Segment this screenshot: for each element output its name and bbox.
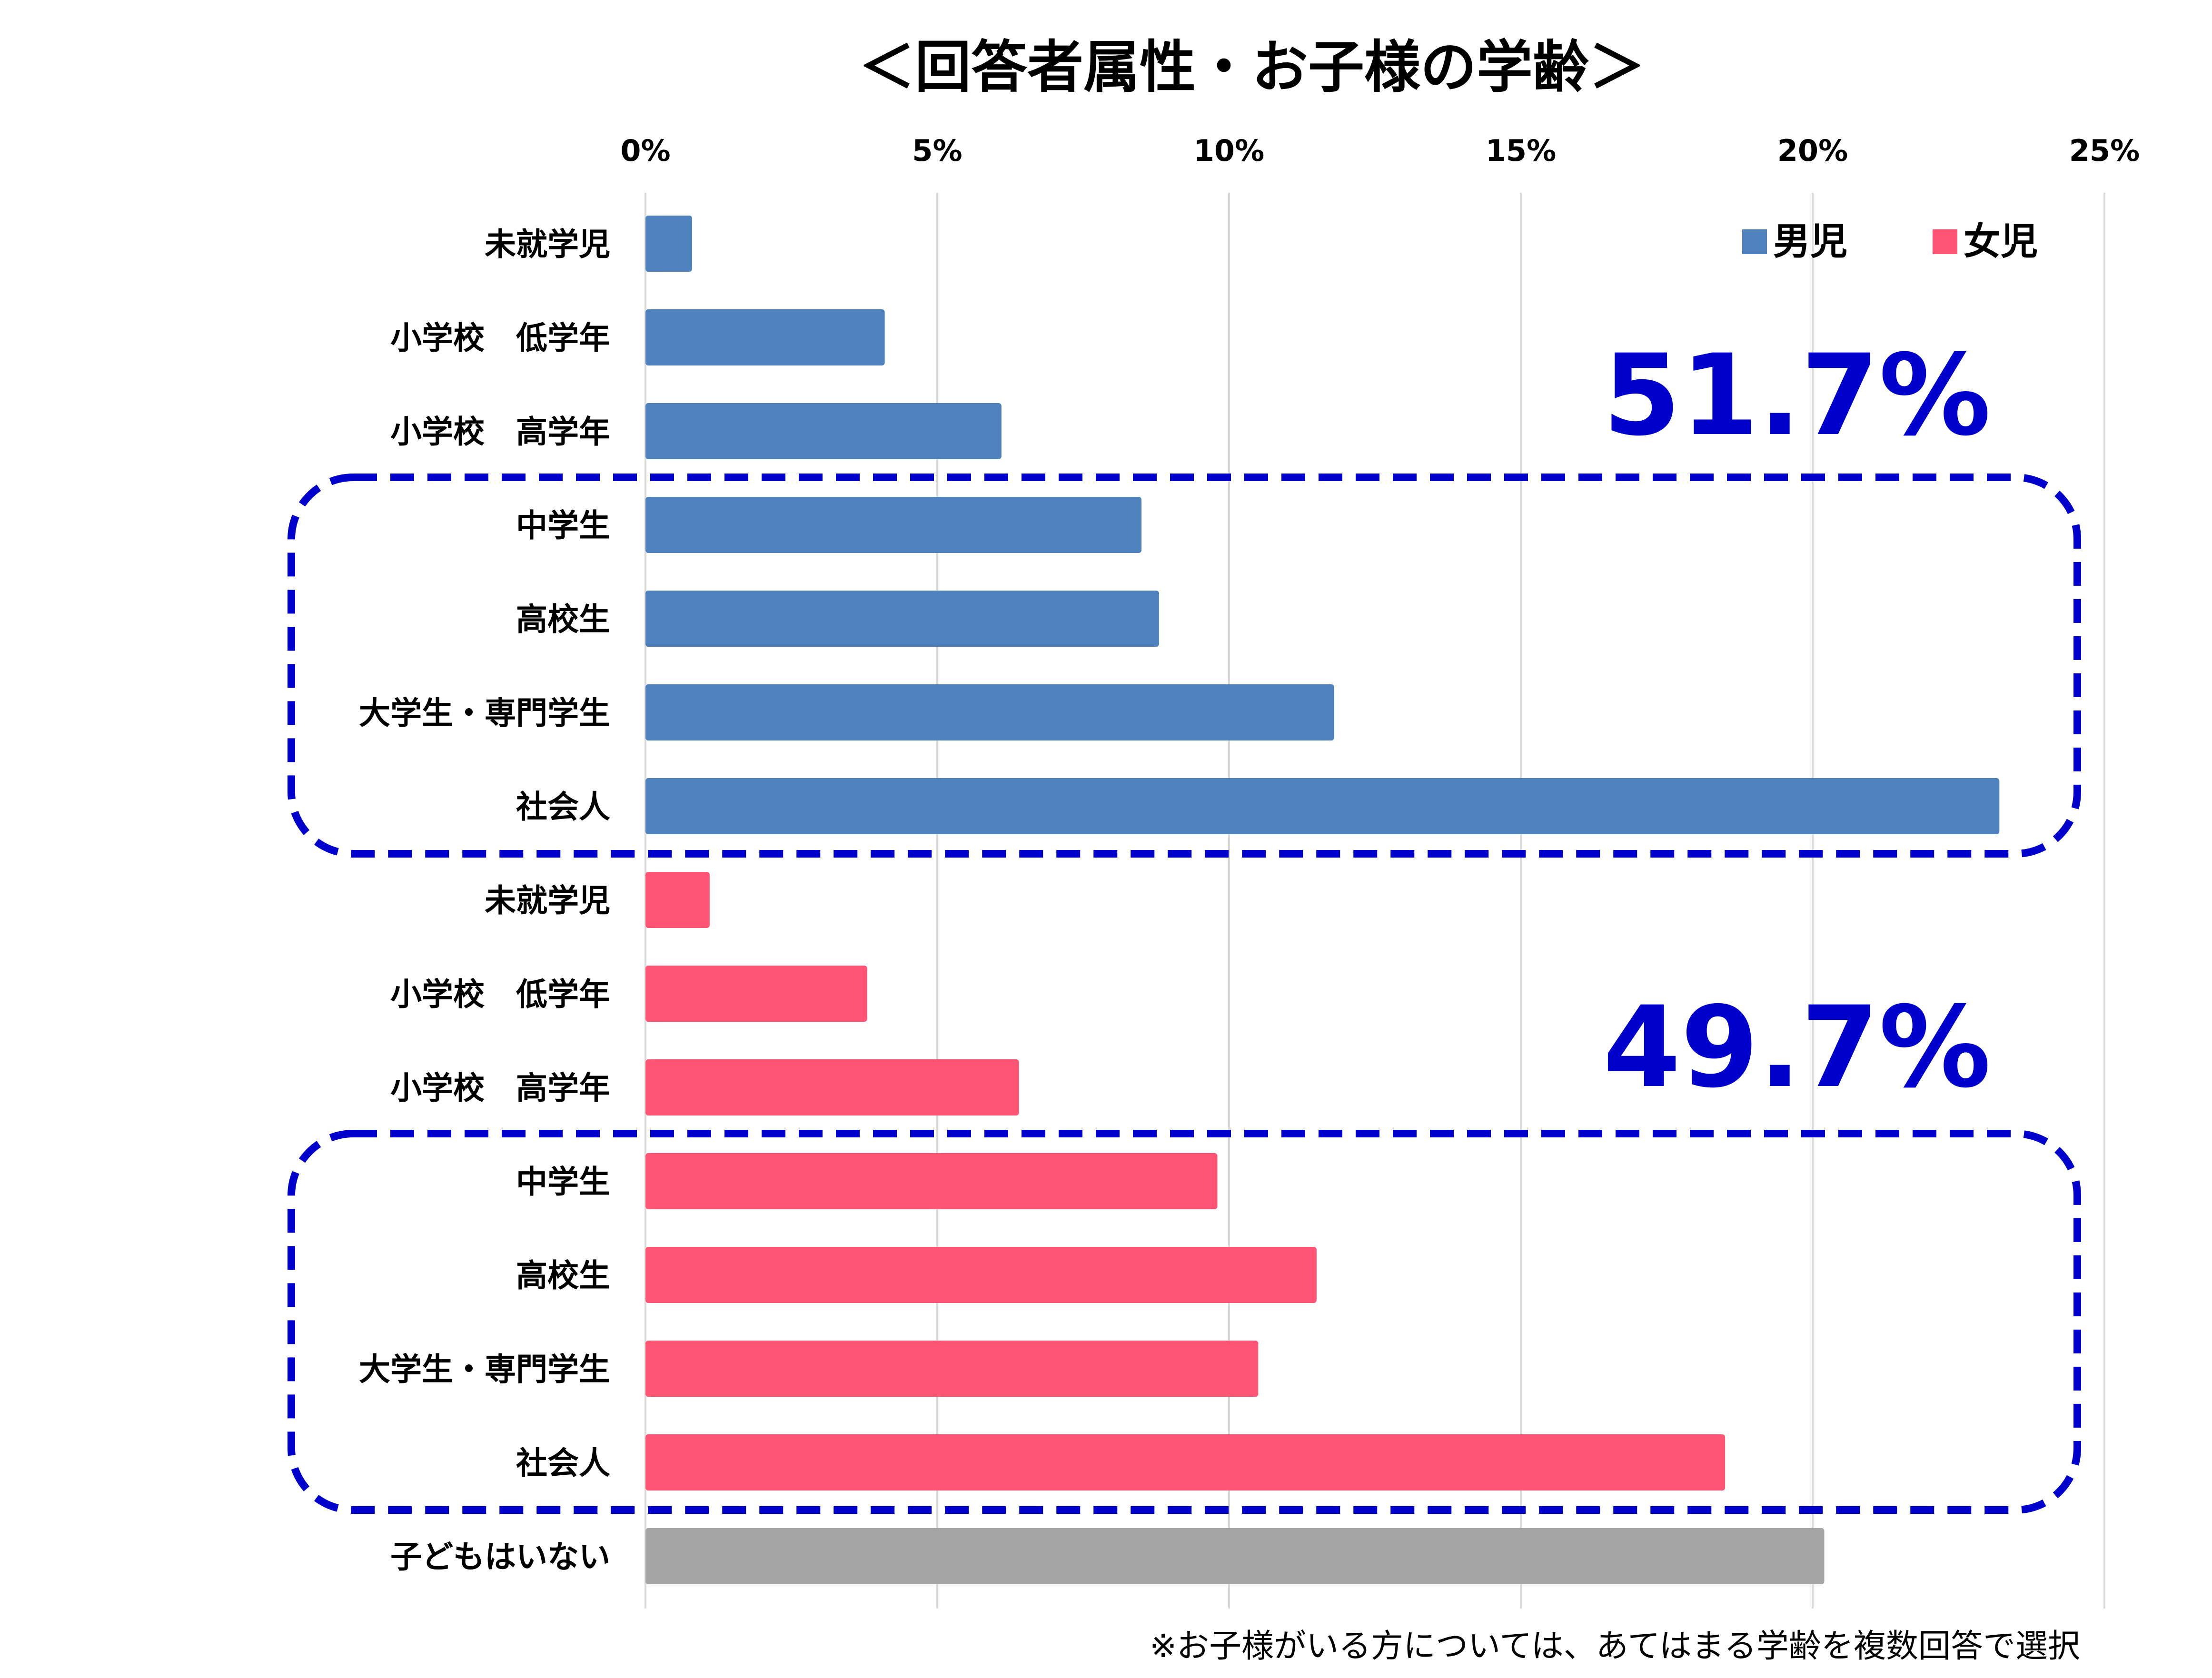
footnote: ※お子様がいる方については、あてはまる学齢を複数回答で選択 [1150, 1628, 2080, 1665]
category-label: 大学生・専門学生 [359, 695, 610, 731]
annotation-value: 49.7% [1603, 983, 1991, 1113]
category-label: 小学校 高学年 [390, 414, 610, 450]
bar [645, 1528, 1825, 1584]
bar [645, 966, 867, 1022]
category-label: 小学校 低学年 [390, 320, 610, 356]
bar [645, 403, 1002, 459]
category-label: 社会人 [516, 789, 610, 825]
bar [645, 1059, 1019, 1115]
category-label: 社会人 [516, 1445, 610, 1481]
bar [645, 684, 1334, 740]
category-label: 高校生 [516, 1257, 610, 1294]
bar [645, 1341, 1259, 1397]
category-label: 中学生 [516, 1164, 610, 1200]
x-tick-label: 5% [912, 133, 962, 168]
category-label: 未就学児 [485, 882, 610, 919]
category-label: 小学校 低学年 [390, 976, 610, 1013]
x-tick-label: 15% [1486, 133, 1556, 168]
x-tick-label: 20% [1777, 133, 1848, 168]
category-label: 小学校 高学年 [390, 1070, 610, 1106]
legend-swatch [1742, 229, 1767, 254]
bar [645, 1434, 1726, 1490]
highlight-box [288, 1130, 2081, 1514]
x-tick-label: 10% [1194, 133, 1264, 168]
category-label: 子どもはいない [390, 1539, 610, 1575]
category-label: 高校生 [516, 601, 610, 638]
bar [645, 216, 693, 272]
category-label: 中学生 [516, 507, 610, 544]
bar [645, 778, 2000, 834]
bar [645, 497, 1142, 553]
bar [645, 872, 710, 928]
highlight-box [288, 474, 2081, 858]
chart-title: ＜回答者属性・お子様の学齢＞ [859, 34, 1645, 100]
x-tick-label: 25% [2069, 133, 2140, 168]
bar [645, 591, 1159, 647]
legend-swatch [1933, 229, 1957, 254]
bar [645, 1153, 1218, 1209]
bar [645, 309, 885, 365]
annotation-value: 51.7% [1603, 331, 1991, 461]
legend-label: 女児 [1964, 220, 2038, 263]
category-label: 大学生・専門学生 [359, 1351, 610, 1388]
x-tick-label: 0% [620, 133, 670, 168]
category-label: 未就学児 [485, 226, 610, 263]
legend-label: 男児 [1773, 220, 1847, 263]
bar [645, 1247, 1317, 1303]
